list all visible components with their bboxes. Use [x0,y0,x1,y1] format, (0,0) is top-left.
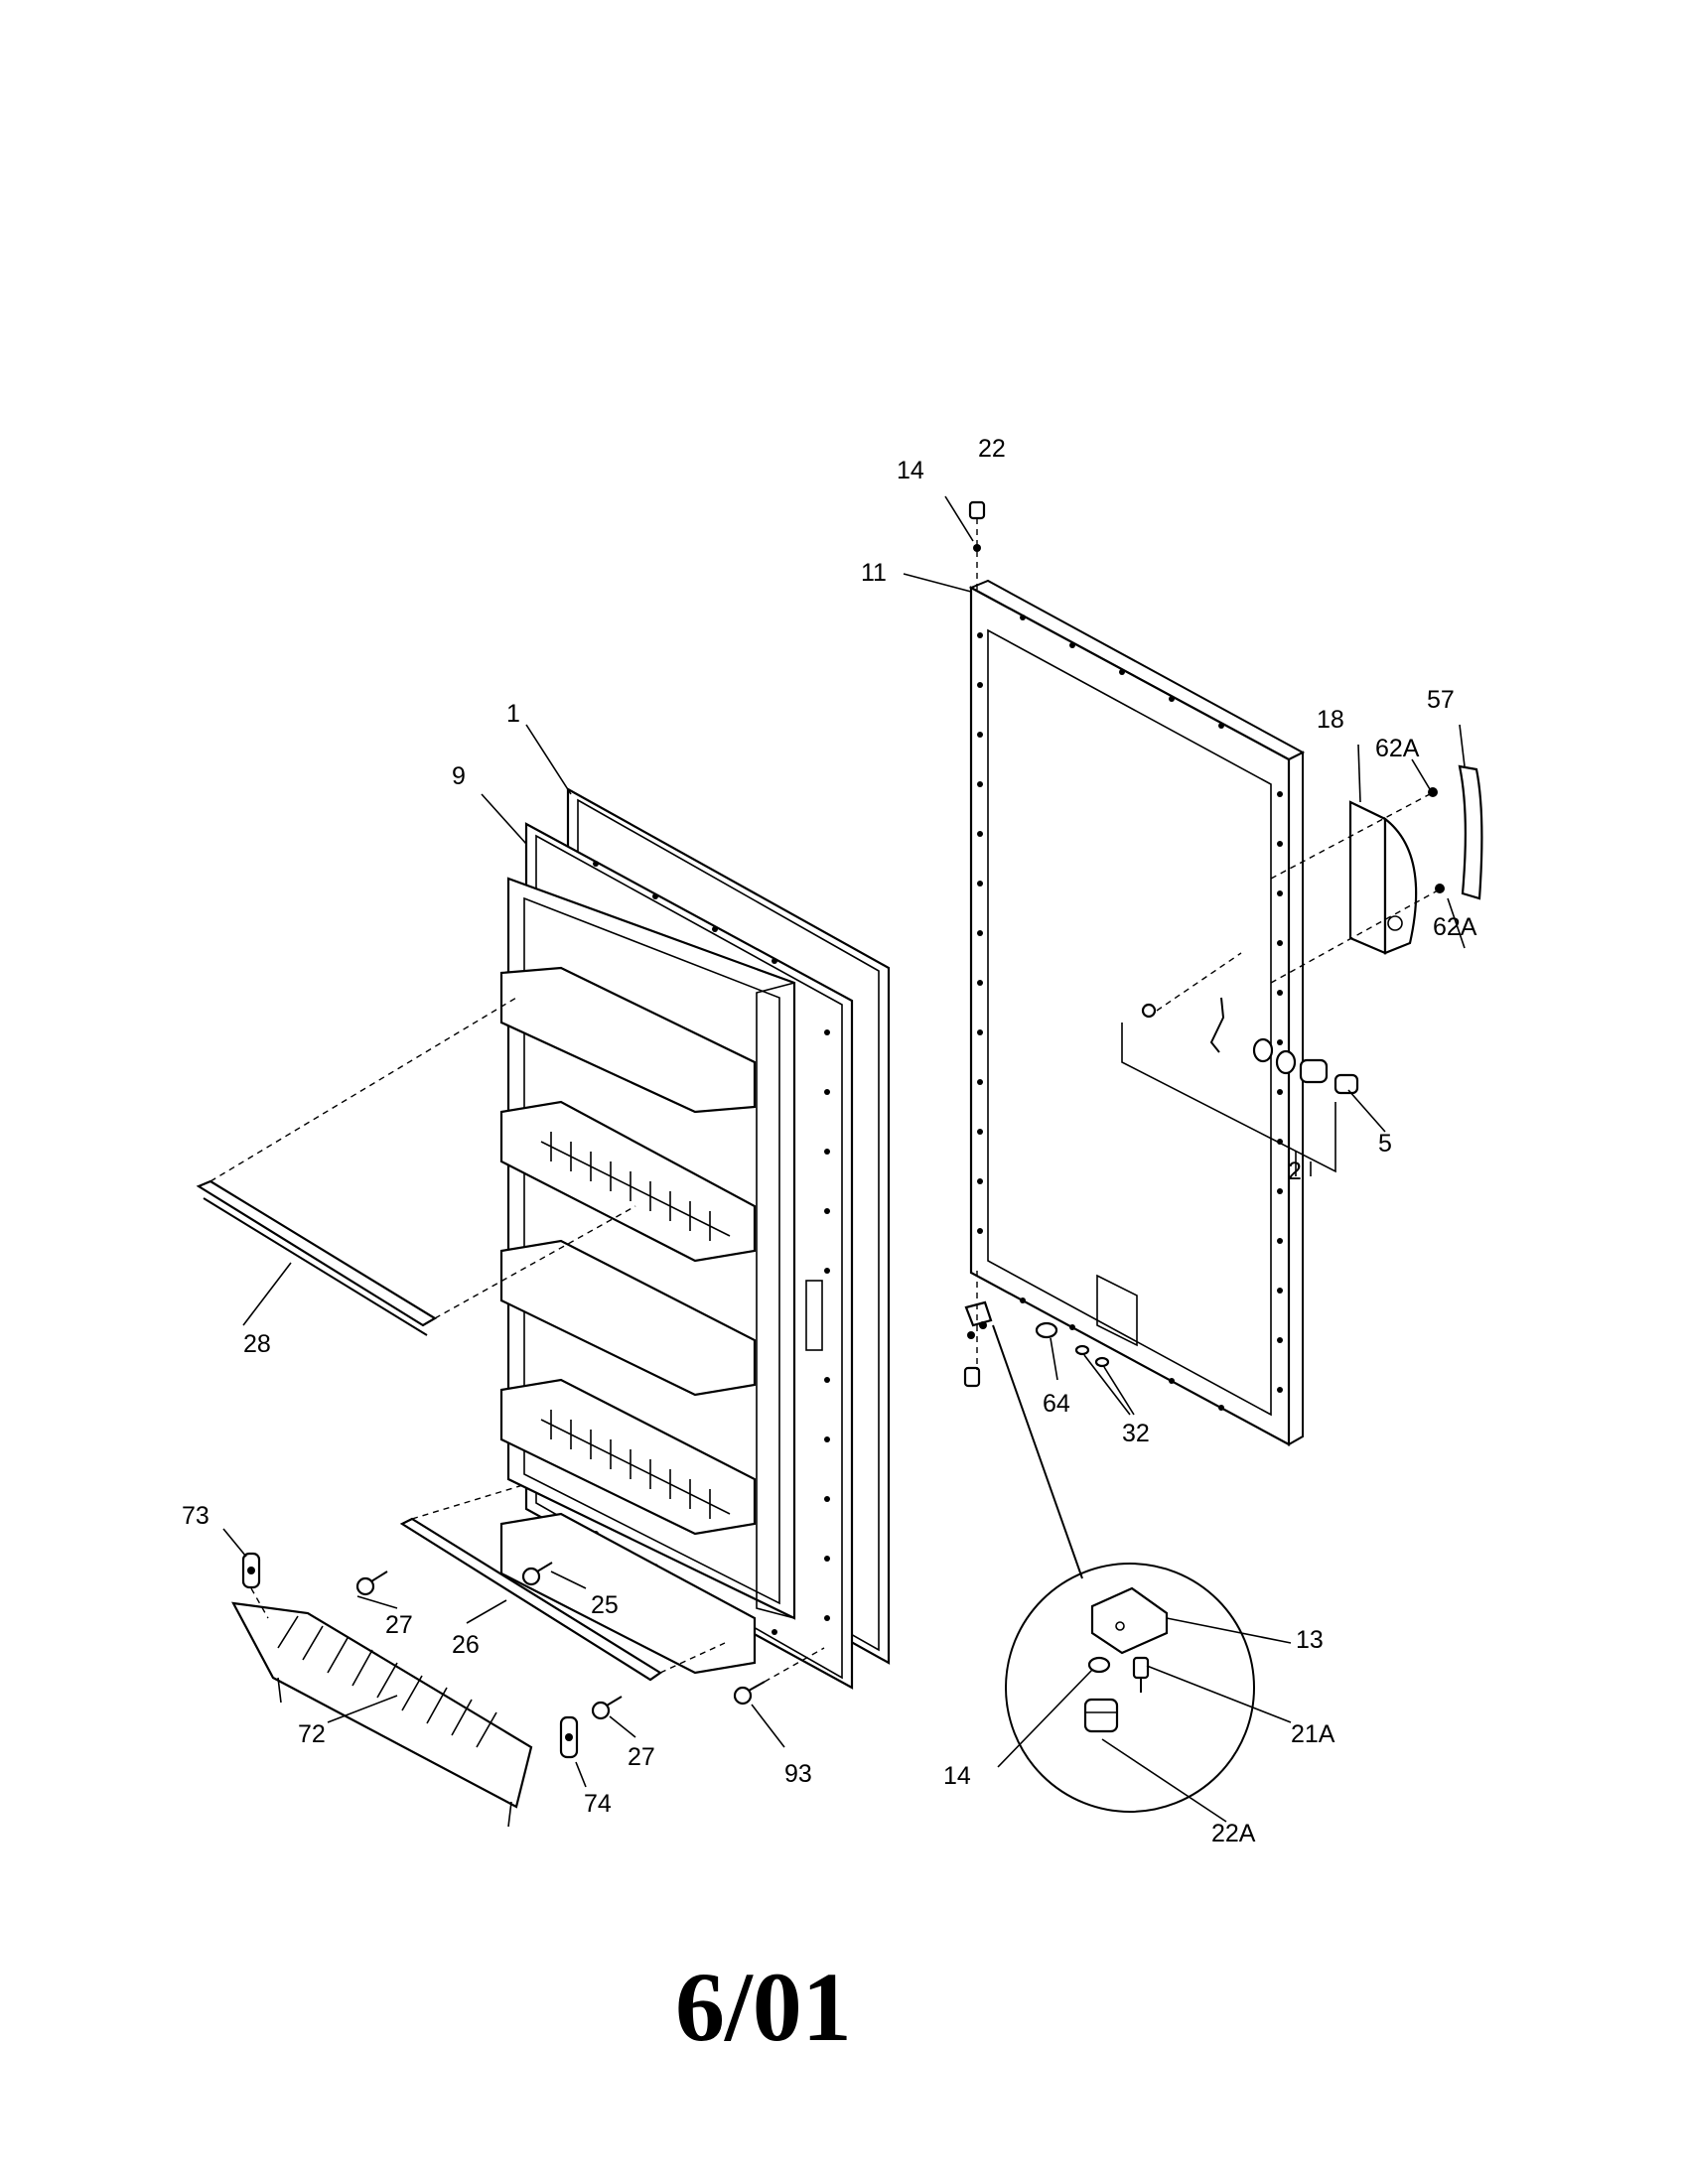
callout-28: 28 [243,1330,271,1358]
lock-assembly [1121,952,1359,1176]
callout-22: 22 [978,435,1006,463]
callout-74: 74 [584,1790,612,1818]
callout-21a: 21A [1291,1720,1335,1748]
callout-64: 64 [1043,1390,1070,1418]
callout-57: 57 [1427,686,1455,714]
shelf-rail-26 [399,1483,726,1682]
callout-14-top: 14 [897,457,924,484]
door-shelves [499,966,757,1675]
footer-date-code: 6/01 [675,1952,852,2062]
callout-73: 73 [182,1502,210,1530]
callout-27-left: 27 [385,1611,413,1639]
callout-2: 2 [1288,1158,1302,1185]
hinge-detail-view [1005,1563,1255,1813]
top-hinge-hardware [968,500,986,594]
leader-lines [222,495,1466,1823]
callout-labels: 1 9 28 73 27 25 26 72 27 93 74 14 22 11 … [182,435,1477,1847]
bottom-hinge-hardware [963,1271,1110,1579]
basket-clip-73 [241,1552,269,1619]
callout-25: 25 [591,1591,619,1619]
callout-93: 93 [784,1760,812,1788]
callout-27-right: 27 [628,1743,655,1771]
callout-1: 1 [506,700,520,728]
callout-22a: 22A [1211,1820,1256,1847]
callout-62a-top: 62A [1375,735,1420,762]
handle-assembly [1270,764,1483,984]
callout-13: 13 [1296,1626,1324,1654]
basket-clip-74 [559,1715,579,1759]
shelf-rail-28 [196,997,636,1336]
door-panel-assembly [499,787,891,1690]
callout-14-detail: 14 [943,1762,971,1790]
callout-62a-bottom: 62A [1433,913,1477,941]
door-basket-72 [231,1601,533,1828]
outer-door-panel-11 [968,579,1306,1446]
callout-18: 18 [1317,706,1344,734]
callout-9: 9 [452,762,466,790]
panel-holes [977,614,1283,1411]
callout-26: 26 [452,1631,480,1659]
callout-5: 5 [1378,1130,1392,1158]
callout-32: 32 [1122,1420,1150,1447]
callout-11: 11 [861,559,887,587]
screws [355,1562,825,1720]
callout-72: 72 [298,1720,326,1748]
